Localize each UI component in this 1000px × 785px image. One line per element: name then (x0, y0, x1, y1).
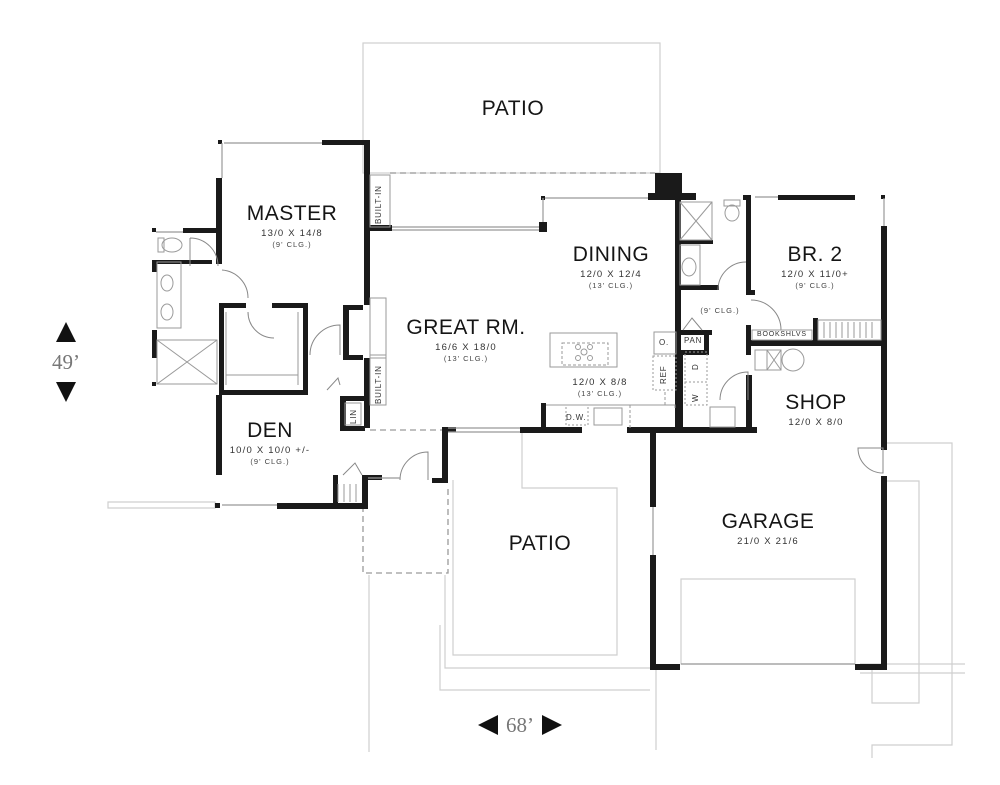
door-swings (189, 237, 884, 481)
tag-built-in-lower: BUILT-IN (374, 365, 383, 404)
room-dims-br2: 12/0 X 11/0+ (781, 269, 849, 280)
room-dims-master: 13/0 X 14/8 (261, 228, 323, 239)
tag-washer: W (691, 393, 700, 402)
room-ceiling-dining: (13' CLG.) (588, 281, 634, 290)
room-den: DEN 10/0 X 10/0 +/- (9' CLG.) (230, 420, 311, 467)
room-label-garage: GARAGE (721, 510, 815, 533)
tag-pan: PAN (684, 336, 703, 345)
fixtures (156, 174, 882, 502)
room-label-great-rm: GREAT RM. (406, 316, 526, 339)
room-dims-garage: 21/0 X 21/6 (737, 536, 799, 547)
tag-dryer: D (691, 363, 700, 370)
room-ceiling-kitchen: (13' CLG.) (577, 389, 623, 398)
room-label-shop: SHOP (785, 391, 847, 414)
room-ceiling-hall: (9' CLG.) (700, 306, 740, 315)
overall-width-text: 68’ (506, 712, 534, 737)
overall-depth-dimension: 49’ (36, 322, 96, 402)
tag-lin: LIN (349, 409, 358, 424)
room-dims-shop: 12/0 X 8/0 (788, 417, 844, 428)
tag-oven: O. (659, 338, 670, 347)
windows-and-sliders (156, 142, 885, 665)
room-label-master: MASTER (246, 202, 338, 225)
room-br2: BR. 2 12/0 X 11/0+ (9' CLG.) (781, 244, 849, 291)
room-dims-dining: 12/0 X 12/4 (580, 269, 642, 280)
room-label-dining: DINING (572, 243, 650, 266)
room-master: MASTER 13/0 X 14/8 (9' CLG.) (247, 203, 338, 250)
room-label-patio-rear: PATIO (481, 97, 545, 120)
arrow-left-icon (478, 715, 498, 735)
overall-width-dimension: 68’ (478, 710, 562, 740)
room-label-patio-front: PATIO (508, 532, 572, 555)
tag-dw: D.W. (566, 413, 587, 422)
room-ceiling-den: (9' CLG.) (250, 457, 290, 466)
overall-depth-text: 49’ (52, 350, 80, 374)
room-ceiling-br2: (9' CLG.) (795, 281, 835, 290)
dashed-lines (362, 172, 678, 574)
tag-bookshlvs: BOOKSHLVS (757, 331, 807, 338)
room-label-den: DEN (247, 419, 293, 442)
room-shop: SHOP 12/0 X 8/0 (785, 392, 847, 429)
room-dims-den: 10/0 X 10/0 +/- (229, 445, 311, 456)
arrow-right-icon (542, 715, 562, 735)
tag-built-in-upper: BUILT-IN (374, 185, 383, 224)
room-kitchen: 12/0 X 8/8 (13' CLG.) (572, 374, 627, 399)
room-garage: GARAGE 21/0 X 21/6 (722, 511, 815, 548)
room-dining: DINING 12/0 X 12/4 (13' CLG.) (573, 244, 650, 291)
arrow-up-icon (56, 322, 76, 342)
arrow-down-icon (56, 382, 76, 402)
room-dims-kitchen: 12/0 X 8/8 (572, 377, 628, 388)
room-ceiling-great-rm: (13' CLG.) (443, 354, 489, 363)
room-ceiling-master: (9' CLG.) (272, 240, 312, 249)
tag-ref: REF (659, 365, 668, 384)
room-label-br2: BR. 2 (787, 243, 843, 266)
room-dims-great-rm: 16/6 X 18/0 (435, 342, 497, 353)
room-great-rm: GREAT RM. 16/6 X 18/0 (13' CLG.) (406, 317, 525, 364)
